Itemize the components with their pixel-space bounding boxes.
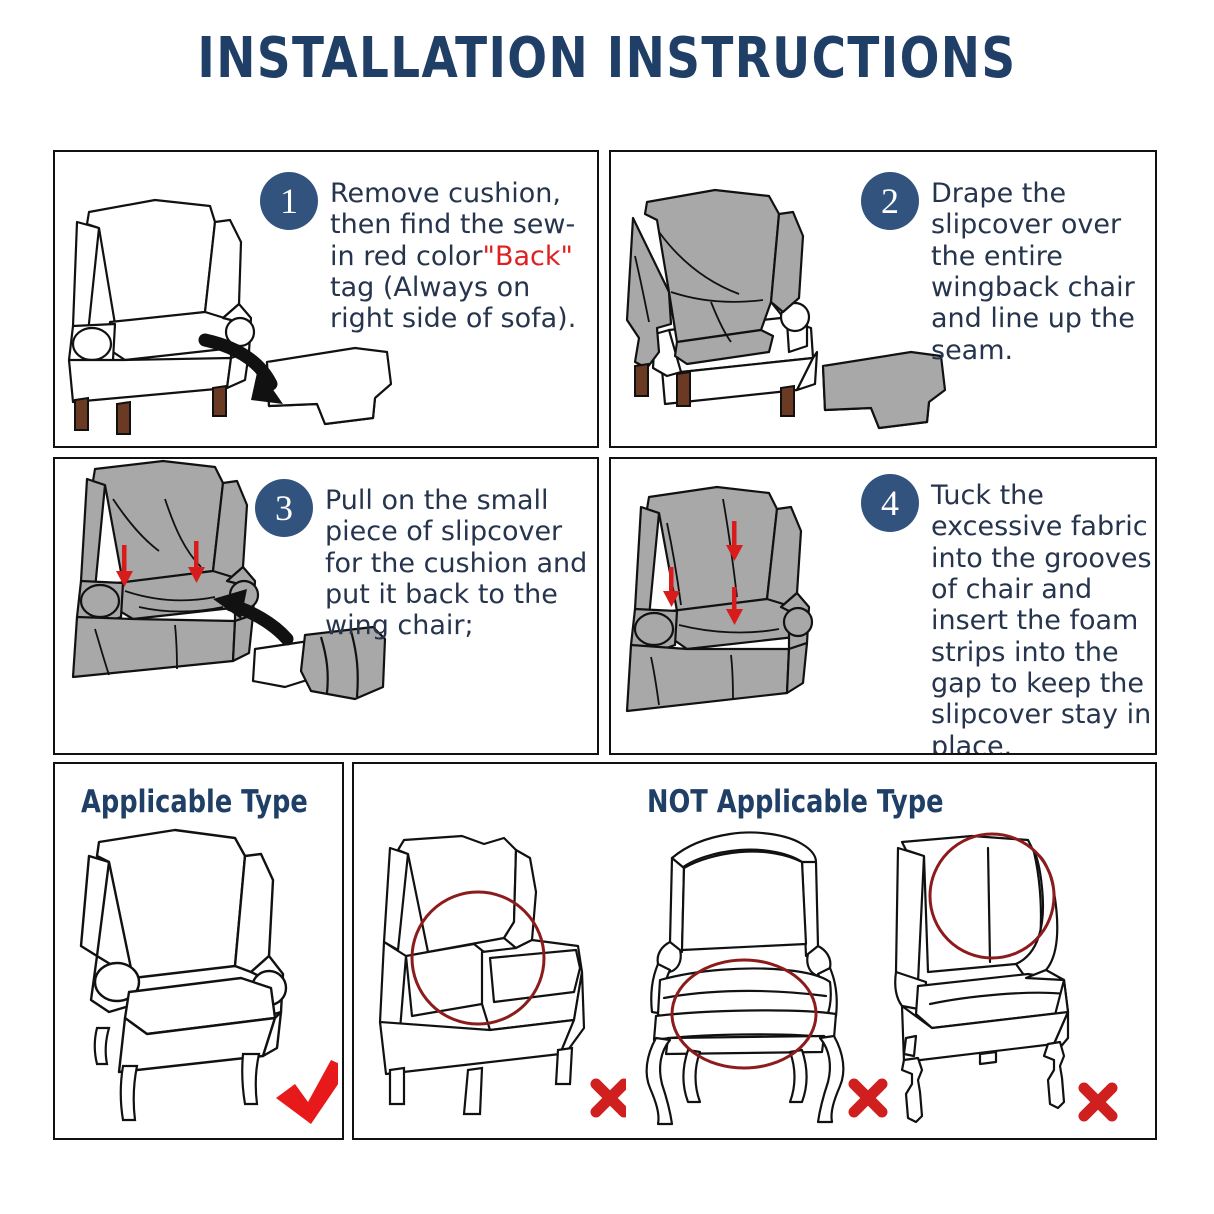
cross-icon	[1078, 1082, 1118, 1122]
arrow-cushion-removed	[198, 333, 283, 404]
red-tuck-arrows	[116, 541, 205, 587]
cross-icon	[590, 1078, 630, 1118]
step-1-illustration	[67, 198, 393, 435]
arrow-cushion-return	[213, 589, 294, 646]
steps-grid: 1 Remove cushion, then find the sew-in r…	[53, 150, 1157, 755]
applicable-chair-illustration	[79, 828, 338, 1124]
step-1-text: Remove cushion, then find the sew-in red…	[330, 178, 577, 335]
not-applicable-type-panel: NOT Applicable Type	[352, 762, 1157, 1140]
step-3-body: 3 Pull on the small piece of slipcover f…	[255, 479, 595, 642]
not-applicable-item-1	[364, 822, 630, 1134]
step-2-illustration	[625, 188, 947, 430]
step-panel-2: 2 Drape the slipcover over the entire wi…	[609, 150, 1157, 448]
step-3-number: 3	[255, 479, 313, 537]
step-4-text: Tuck the excessive fabric into the groov…	[931, 480, 1152, 755]
not-applicable-item-2	[626, 822, 888, 1134]
page-title: INSTALLATION INSTRUCTIONS	[197, 26, 1017, 91]
step-3-illustration	[71, 459, 387, 701]
highlight-circle	[928, 832, 1056, 960]
barrel-back-chair-illustration	[894, 832, 1118, 1124]
check-icon	[276, 1060, 338, 1124]
highlight-circle	[410, 890, 546, 1026]
not-applicable-type-title: NOT Applicable Type	[647, 784, 944, 820]
highlight-ellipse	[670, 958, 818, 1070]
step-panel-1: 1 Remove cushion, then find the sew-in r…	[53, 150, 599, 448]
applicable-type-panel: Applicable Type	[53, 762, 344, 1140]
step-2-number: 2	[861, 172, 919, 230]
type-comparison: Applicable Type	[53, 762, 1157, 1140]
step-1-number: 1	[260, 172, 318, 230]
french-bergere-chair-illustration	[645, 831, 888, 1126]
step-3-text: Pull on the small piece of slipcover for…	[325, 485, 588, 642]
applicable-type-title: Applicable Type	[81, 784, 308, 820]
cross-icon	[848, 1078, 888, 1118]
recliner-chair-illustration	[378, 834, 630, 1118]
step-4-illustration	[625, 485, 814, 713]
step-panel-4: 4 Tuck the excessive fabric into the gro…	[609, 457, 1157, 755]
step-4-number: 4	[861, 474, 919, 532]
step-2-text: Drape the slipcover over the entire wing…	[931, 178, 1135, 366]
step-4-body: 4 Tuck the excessive fabric into the gro…	[861, 474, 1153, 755]
step-1-body: 1 Remove cushion, then find the sew-in r…	[260, 172, 590, 335]
step-2-body: 2 Drape the slipcover over the entire wi…	[861, 172, 1151, 366]
step-panel-3: 3 Pull on the small piece of slipcover f…	[53, 457, 599, 755]
red-tuck-arrows	[663, 521, 743, 625]
not-applicable-item-3	[888, 822, 1150, 1134]
